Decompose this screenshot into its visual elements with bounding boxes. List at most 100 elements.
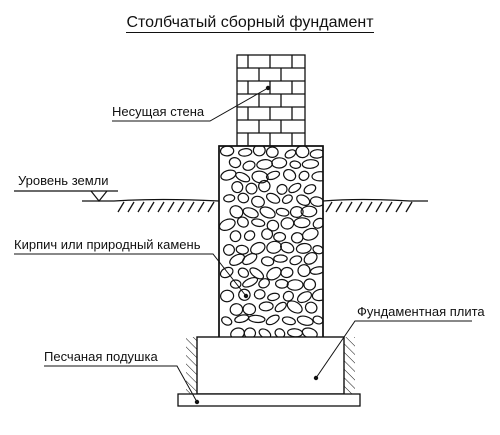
stone xyxy=(293,217,311,229)
stone xyxy=(296,315,314,326)
stone xyxy=(282,168,297,182)
ground-hatch xyxy=(147,201,155,213)
stone xyxy=(242,160,256,171)
stone xyxy=(281,316,296,326)
stone xyxy=(261,228,274,241)
stone xyxy=(284,149,297,159)
ground-hatch xyxy=(157,201,165,213)
ground-hatch xyxy=(207,201,215,213)
stone xyxy=(274,301,287,313)
stone xyxy=(312,245,323,255)
ground-hatch xyxy=(325,201,333,213)
ground-hatch xyxy=(395,201,403,213)
stone xyxy=(265,170,281,181)
stone xyxy=(273,231,287,242)
stone xyxy=(245,182,258,195)
stone xyxy=(296,194,311,206)
stone xyxy=(223,243,235,256)
stone xyxy=(253,289,266,300)
stone xyxy=(243,327,257,338)
stone xyxy=(259,206,276,219)
stone xyxy=(275,278,289,289)
stone xyxy=(289,205,304,219)
stone xyxy=(249,267,265,280)
stone xyxy=(258,301,274,312)
stone xyxy=(265,192,281,204)
stone xyxy=(266,219,280,232)
ground-hatch xyxy=(197,201,205,213)
stone xyxy=(238,288,251,301)
ground-hatch xyxy=(187,201,195,213)
stone xyxy=(303,278,317,291)
stone xyxy=(252,146,266,157)
stone xyxy=(309,196,323,207)
stone xyxy=(248,314,266,324)
stone xyxy=(303,184,317,195)
stone xyxy=(250,241,266,255)
stone xyxy=(309,149,323,159)
stone xyxy=(220,169,237,181)
ground-hatch xyxy=(167,201,175,213)
stone xyxy=(237,267,250,278)
stone xyxy=(265,314,280,326)
foundation-slab xyxy=(186,336,355,395)
label-brick-or-stone: Кирпич или природный камень xyxy=(14,237,201,252)
stone xyxy=(266,266,282,281)
stone xyxy=(300,205,318,218)
stone xyxy=(304,301,318,314)
stone xyxy=(267,292,280,302)
stone xyxy=(309,266,323,275)
stone xyxy=(301,227,319,241)
stone xyxy=(280,241,295,254)
stone xyxy=(251,195,265,208)
stone xyxy=(243,230,256,241)
stone xyxy=(286,279,304,291)
ground-surface xyxy=(82,198,428,213)
stone xyxy=(298,170,310,181)
stone xyxy=(231,181,244,194)
stone xyxy=(260,256,275,267)
stone xyxy=(235,171,251,183)
stone xyxy=(258,179,271,193)
leader-dots xyxy=(194,85,319,405)
ground-hatch xyxy=(335,201,343,213)
stone xyxy=(301,159,320,169)
stone xyxy=(242,303,257,316)
stone xyxy=(220,289,235,303)
stone xyxy=(219,218,236,231)
stone xyxy=(229,279,242,289)
stone xyxy=(296,291,313,304)
stone xyxy=(273,254,288,263)
ground-hatch xyxy=(345,201,353,213)
stone xyxy=(289,160,302,169)
stone-pillar xyxy=(218,145,324,339)
stone xyxy=(311,288,323,302)
label-foundation-slab: Фундаментная плита xyxy=(357,304,485,319)
stone xyxy=(242,252,258,266)
stone xyxy=(271,157,288,169)
stone xyxy=(221,316,233,326)
stone xyxy=(275,207,290,217)
stone xyxy=(276,183,288,195)
stone xyxy=(238,148,253,157)
stone xyxy=(229,253,246,266)
ground-hatch xyxy=(355,201,363,213)
stone xyxy=(230,327,245,338)
stone xyxy=(282,290,294,302)
ground-hatch xyxy=(365,201,373,213)
stone xyxy=(242,276,259,288)
stone xyxy=(228,157,242,169)
stone xyxy=(229,205,244,219)
ground-level-marker xyxy=(14,190,118,202)
diagram-title: Столбчатый сборный фундамент xyxy=(0,14,500,33)
ground-hatch xyxy=(405,201,413,213)
stone xyxy=(311,171,323,182)
ground-hatch xyxy=(385,201,393,213)
label-load-bearing-wall: Несущая стена xyxy=(112,104,205,119)
stone xyxy=(280,266,294,279)
stone xyxy=(295,146,310,159)
sand-cushion xyxy=(177,393,361,407)
stone xyxy=(229,230,242,243)
stone xyxy=(251,218,266,228)
